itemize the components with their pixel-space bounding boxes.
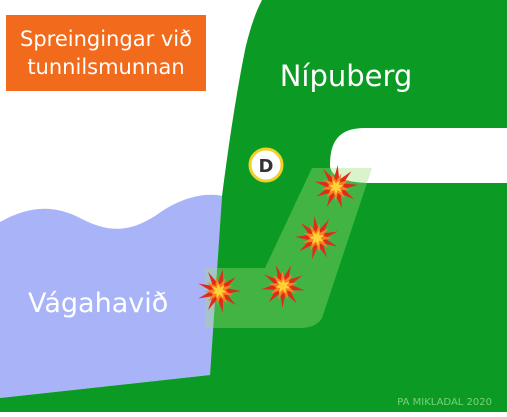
sea-label: Vágahavið — [28, 288, 168, 319]
explosion-icon — [261, 265, 305, 308]
tunnel-band — [205, 168, 372, 328]
credit-text: PA MIKLADAL 2020 — [397, 397, 492, 408]
mountain-label: Nípuberg — [280, 59, 413, 93]
explosion-icon — [198, 269, 241, 313]
sea-area — [0, 194, 222, 398]
title-box: Spreingingar við tunnilsmunnan — [6, 15, 206, 91]
title-line-2: tunnilsmunnan — [27, 55, 185, 79]
explosion-icon — [314, 165, 358, 209]
marker-label: D — [259, 156, 274, 177]
title-line-1: Spreingingar við — [20, 27, 192, 51]
explosion-icon — [295, 216, 338, 260]
explosions-group — [198, 165, 358, 313]
tunnel-opening — [330, 128, 507, 183]
marker-d: D — [248, 147, 284, 183]
marker-circle — [248, 147, 284, 183]
